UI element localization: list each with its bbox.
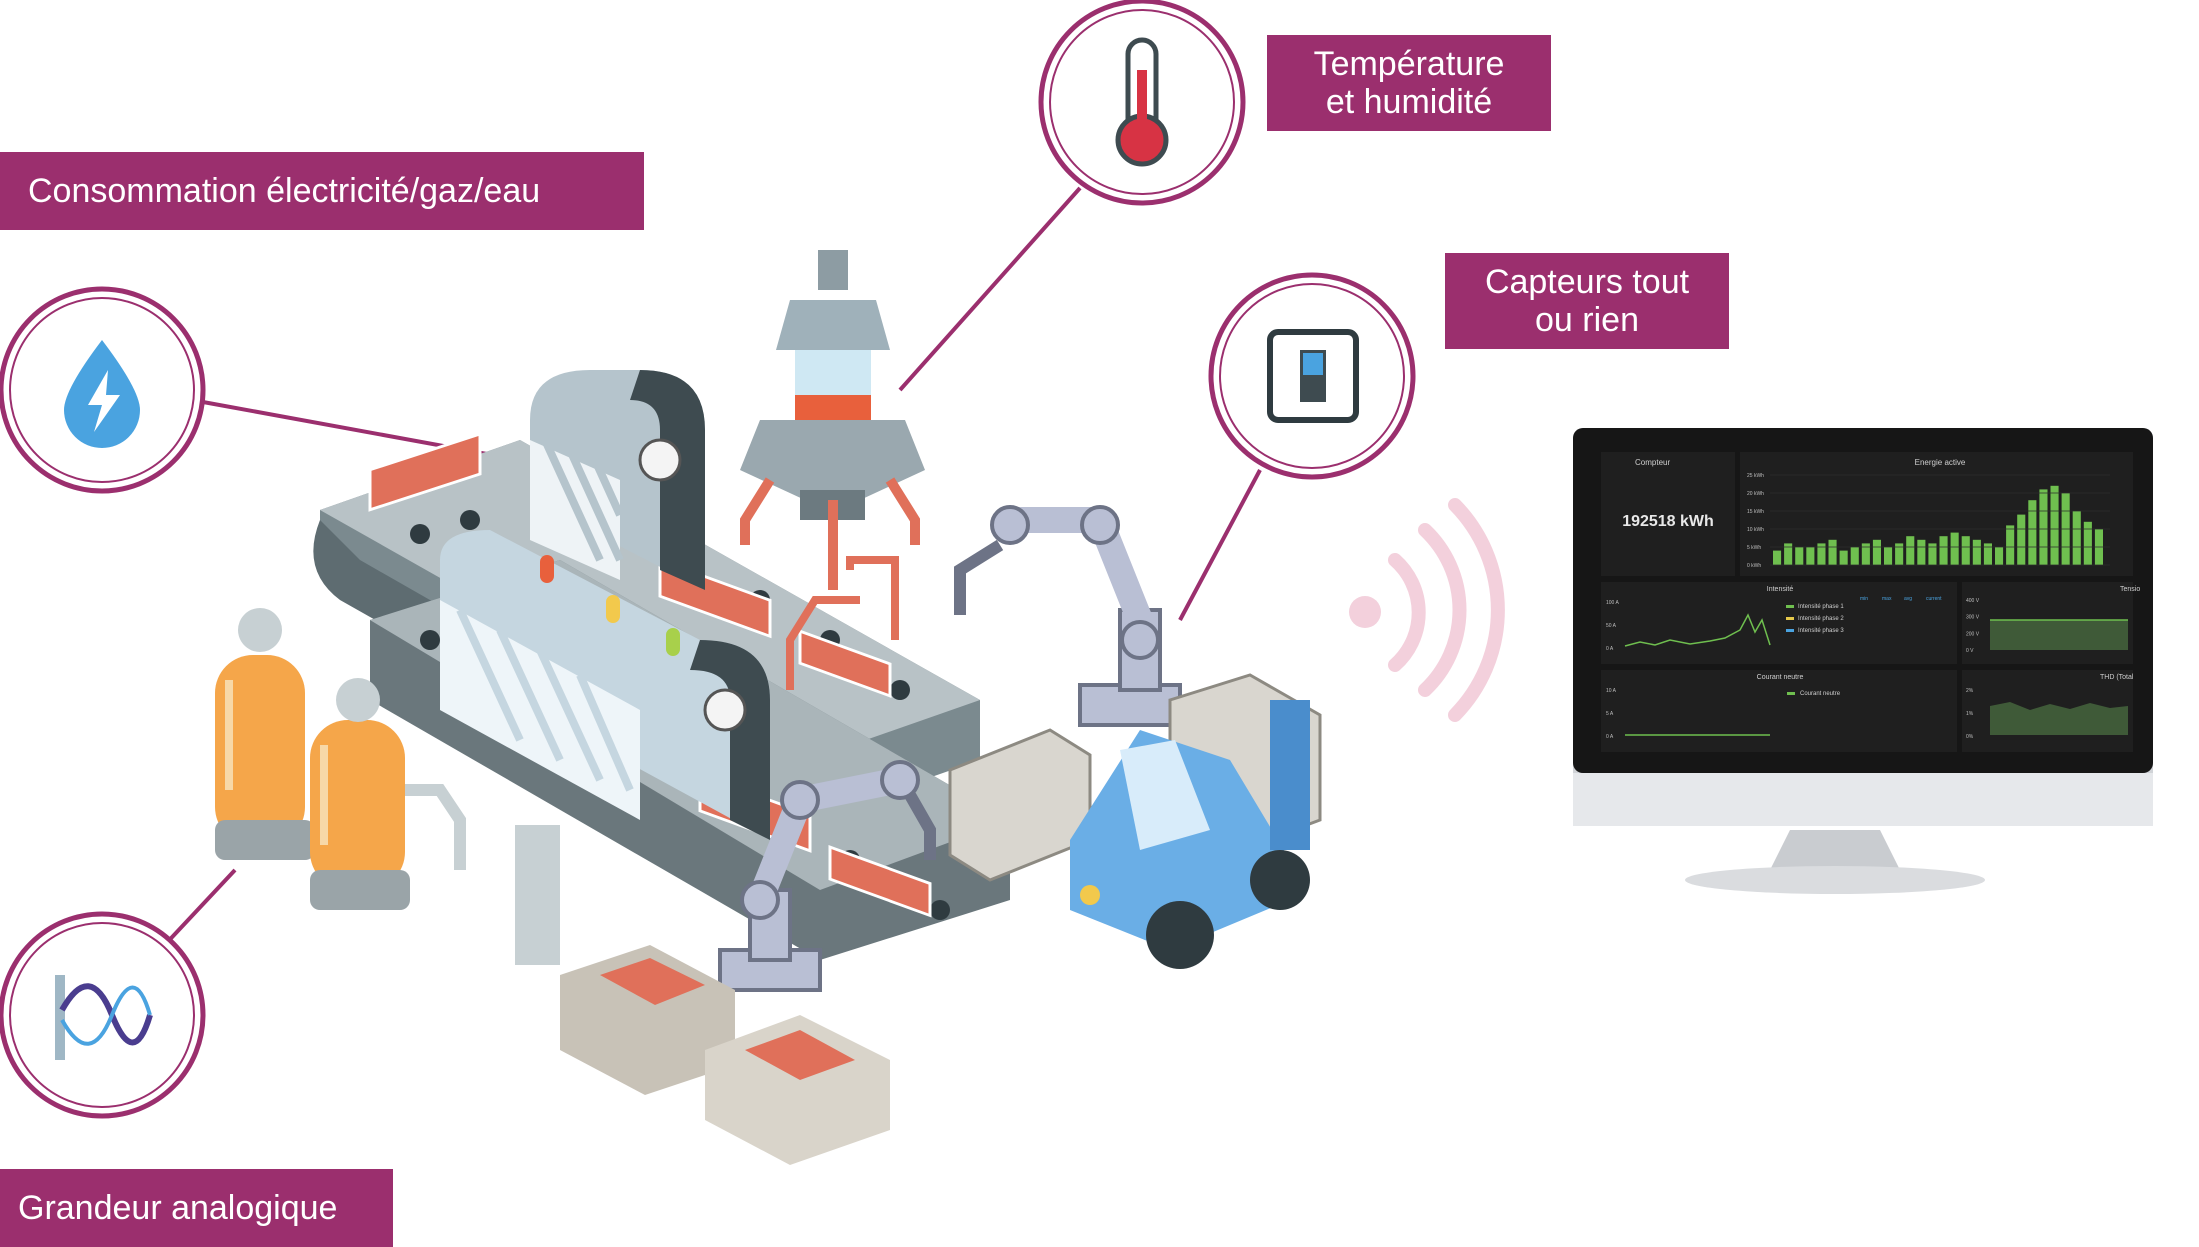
energy-y-axis: 25 kWh 20 kWh 15 kWh 10 kWh 5 kWh 0 kWh (1747, 473, 2110, 569)
intensity-y-tick: 0 A (1606, 646, 1614, 652)
energy-bar (1872, 539, 1881, 565)
energy-bar (1917, 539, 1926, 565)
intensity-y-tick: 100 A (1606, 600, 1619, 606)
energy-bar (1861, 543, 1870, 565)
intensity-y-tick: 50 A (1606, 623, 1617, 629)
thd-area (1990, 702, 2128, 735)
energy-y-tick: 10 kWh (1747, 527, 1764, 533)
energy-bar (1906, 536, 1915, 565)
energy-bar (1817, 543, 1826, 565)
energy-bar (1773, 550, 1782, 565)
energy-bar (1839, 550, 1848, 565)
energy-bar (1784, 543, 1793, 565)
energy-bar (2039, 489, 2048, 565)
energy-bar (1950, 532, 1959, 565)
tension-y-tick: 200 V (1966, 631, 1980, 637)
neutral-y-tick: 5 A (1606, 711, 1614, 717)
wireless-signal-icon (1349, 498, 1505, 722)
counter-title: Compteur (1635, 458, 1670, 467)
neutral-y-tick: 0 A (1606, 734, 1614, 740)
energy-y-tick: 15 kWh (1747, 509, 1764, 515)
energy-bar (1983, 543, 1992, 565)
intensity-y-axis: 100 A 50 A 0 A (1606, 600, 1619, 652)
energy-bar (2083, 521, 2092, 565)
robot-arm (718, 760, 936, 992)
label-sensors-line1: Capteurs tout (1484, 263, 1690, 301)
energy-y-tick: 20 kWh (1747, 491, 1764, 497)
thd-title: THD (Total (2100, 674, 2134, 681)
neutral-y-axis: 10 A 5 A 0 A (1606, 688, 1617, 740)
tension-area (1990, 620, 2128, 650)
factory-illustration (215, 250, 1322, 1165)
label-analog: Grandeur analogique (0, 1169, 393, 1247)
label-temperature-line1: Température (1313, 45, 1505, 83)
energy-bar (1795, 547, 1804, 565)
intensity-table-header: current (1926, 596, 1942, 602)
label-consumption: Consommation électricité/gaz/eau (0, 152, 644, 230)
forklift (1070, 700, 1310, 969)
intensity-title: Intensité (1767, 586, 1794, 593)
analog-signal-icon (0, 911, 206, 1119)
intensity-legend-item: Intensité phase 3 (1798, 628, 1844, 634)
tension-y-tick: 400 V (1966, 598, 1980, 604)
gas-tanks (215, 608, 410, 910)
intensity-panel (1601, 582, 1957, 664)
label-sensors: Capteurs tout ou rien (1445, 253, 1729, 349)
switch-sensor-icon (1208, 272, 1416, 480)
energy-bar (1895, 543, 1904, 565)
counter-panel (1601, 452, 1735, 576)
label-temperature-line2: et humidité (1325, 83, 1493, 121)
neutral-panel (1601, 670, 1957, 752)
energy-bar (1961, 536, 1970, 565)
energy-y-tick: 5 kWh (1747, 545, 1761, 551)
counter-value: 192518 kWh (1622, 513, 1714, 530)
electricity-water-icon (0, 286, 206, 494)
thd-y-tick: 0% (1966, 734, 1974, 740)
energy-bar (1928, 543, 1937, 565)
label-sensors-line2: ou rien (1535, 301, 1639, 339)
intensity-table-header: avg (1904, 596, 1912, 602)
energy-y-tick: 0 kWh (1747, 563, 1761, 569)
neutral-y-tick: 10 A (1606, 688, 1617, 694)
robot-arm (954, 505, 1182, 727)
energy-bar (1995, 547, 2004, 565)
thd-y-tick: 2% (1966, 688, 1974, 694)
thd-y-axis: 2% 1% 0% (1966, 688, 1974, 740)
tension-y-tick: 0 V (1966, 648, 1974, 654)
label-consumption-text: Consommation électricité/gaz/eau (28, 172, 541, 210)
neutral-title: Courant neutre (1757, 674, 1804, 681)
tension-y-tick: 300 V (1966, 615, 1980, 621)
energy-bar (2050, 485, 2059, 565)
energy-bar (2017, 514, 2026, 565)
intensity-table-header: max (1882, 596, 1892, 602)
mixer-tank (740, 250, 925, 590)
intensity-legend-item: Intensité phase 2 (1798, 616, 1844, 622)
energy-bar (2006, 525, 2015, 565)
energy-bar (2072, 511, 2081, 565)
intensity-table-header: min (1860, 596, 1868, 602)
energy-bar (1972, 539, 1981, 565)
intensity-legend-item: Intensité phase 1 (1798, 604, 1844, 610)
energy-bar (1828, 539, 1837, 565)
energy-bar (1884, 547, 1893, 565)
tension-y-axis: 400 V 300 V 200 V 0 V (1966, 598, 1980, 654)
tension-title: Tensio (2120, 586, 2140, 593)
monitor: Compteur 192518 kWh Energie active Inten… (1573, 428, 2153, 894)
thd-y-tick: 1% (1966, 711, 1974, 717)
intensity-legend: Intensité phase 1 Intensité phase 2 Intens… (1786, 604, 1844, 634)
intensity-series-line (1624, 613, 1771, 647)
energy-bar (1806, 547, 1815, 565)
thermometer-icon (1038, 0, 1246, 206)
neutral-legend: Courant neutre (1800, 691, 1841, 697)
label-temperature: Température et humidité (1267, 35, 1551, 131)
intensity-table-headers: min max avg current (1860, 596, 1942, 602)
label-analog-text: Grandeur analogique (18, 1189, 338, 1227)
energy-y-tick: 25 kWh (1747, 473, 1764, 479)
energy-title: Energie active (1915, 458, 1966, 467)
brick-bins (560, 945, 890, 1165)
energy-bar (2028, 500, 2037, 565)
energy-bar (1850, 547, 1859, 565)
energy-bar (1939, 536, 1948, 565)
